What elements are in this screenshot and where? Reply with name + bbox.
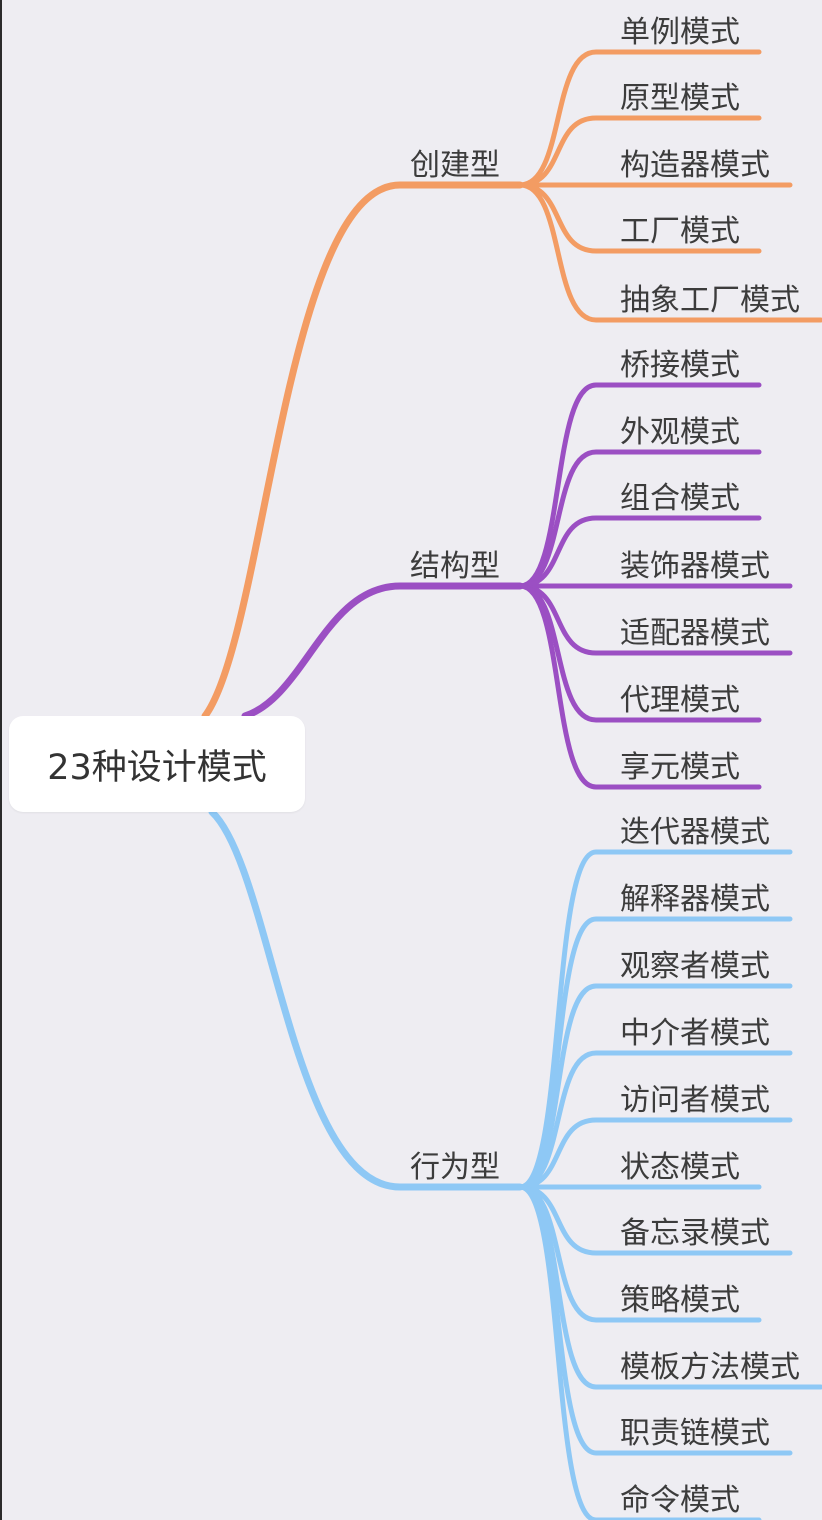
branch-label-1[interactable]: 结构型: [410, 549, 500, 584]
leaf-label-2-0[interactable]: 迭代器模式: [620, 815, 770, 850]
branch-label-2[interactable]: 行为型: [410, 1150, 500, 1185]
leaf-label-2-8[interactable]: 模板方法模式: [620, 1350, 800, 1385]
leaf-label-2-10[interactable]: 命令模式: [620, 1483, 740, 1518]
leaf-connector-1-1: [517, 449, 762, 589]
leaf-label-1-2[interactable]: 组合模式: [620, 481, 740, 516]
leaf-label-1-4[interactable]: 适配器模式: [620, 616, 770, 651]
leaf-label-0-3[interactable]: 工厂模式: [620, 214, 740, 249]
root-label: 23种设计模式: [47, 747, 267, 788]
leaf-label-0-1[interactable]: 原型模式: [620, 81, 740, 116]
leaf-connector-2-2: [517, 983, 793, 1190]
leaf-connector-0-0: [517, 49, 762, 188]
branch-connector-2: [208, 808, 524, 1191]
branch-connector-1: [241, 582, 524, 720]
leaf-connector-1-2: [517, 515, 762, 589]
leaf-connector-1-0: [517, 382, 762, 589]
leaf-label-1-3[interactable]: 装饰器模式: [620, 549, 770, 584]
leaf-label-2-5[interactable]: 状态模式: [620, 1150, 740, 1185]
leaf-label-1-0[interactable]: 桥接模式: [620, 348, 740, 383]
leaf-label-1-1[interactable]: 外观模式: [620, 415, 740, 450]
branch-label-0[interactable]: 创建型: [410, 148, 500, 183]
left-border: [0, 0, 2, 1520]
leaf-label-2-9[interactable]: 职责链模式: [620, 1416, 770, 1451]
leaf-label-2-4[interactable]: 访问者模式: [620, 1083, 770, 1118]
leaf-label-2-7[interactable]: 策略模式: [620, 1283, 740, 1318]
leaf-label-2-2[interactable]: 观察者模式: [620, 949, 770, 984]
leaf-connector-2-3: [517, 1050, 793, 1190]
leaf-connector-1-6: [517, 583, 762, 790]
leaf-connector-2-10: [517, 1184, 762, 1520]
leaf-label-1-5[interactable]: 代理模式: [620, 683, 740, 718]
leaf-label-2-6[interactable]: 备忘录模式: [620, 1216, 770, 1251]
leaf-label-1-6[interactable]: 享元模式: [620, 750, 740, 785]
root-node[interactable]: 23种设计模式: [9, 716, 305, 812]
branch-connector-0: [201, 181, 524, 720]
leaf-label-0-0[interactable]: 单例模式: [620, 15, 740, 50]
leaf-connector-0-4: [517, 182, 822, 323]
leaf-label-2-3[interactable]: 中介者模式: [620, 1016, 770, 1051]
leaf-label-0-4[interactable]: 抽象工厂模式: [620, 283, 800, 318]
leaf-connector-0-1: [517, 115, 762, 188]
leaf-label-0-2[interactable]: 构造器模式: [620, 148, 770, 183]
leaf-connector-2-4: [517, 1117, 793, 1190]
leaf-label-2-1[interactable]: 解释器模式: [620, 882, 770, 917]
